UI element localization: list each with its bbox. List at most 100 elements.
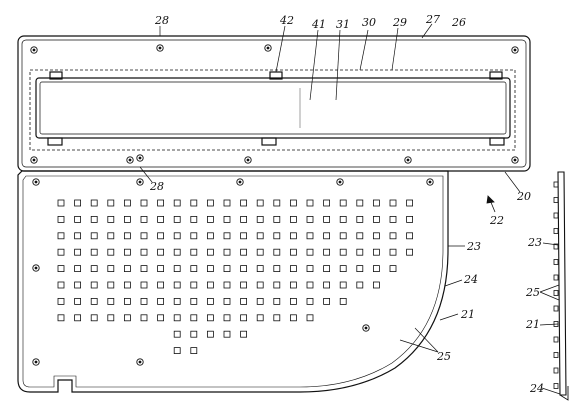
screw-rim bbox=[264, 44, 272, 52]
key-opening bbox=[240, 232, 248, 240]
key-opening bbox=[57, 215, 65, 223]
label-28-top: 28 bbox=[154, 14, 169, 27]
screw-center bbox=[338, 180, 342, 184]
screw bbox=[32, 358, 40, 366]
screw-center bbox=[158, 46, 162, 50]
key-opening bbox=[74, 297, 81, 305]
screw-center bbox=[34, 360, 38, 364]
key-opening bbox=[107, 248, 115, 256]
screw-center bbox=[428, 180, 432, 184]
key-opening bbox=[206, 314, 214, 322]
key-opening bbox=[173, 297, 181, 305]
side-key-ridge bbox=[553, 290, 559, 296]
clip-42-left bbox=[49, 71, 63, 80]
key-opening bbox=[190, 281, 198, 289]
key-opening bbox=[74, 199, 81, 207]
key-opening bbox=[107, 265, 115, 273]
key-opening bbox=[173, 265, 181, 273]
key-opening bbox=[339, 199, 347, 207]
screw bbox=[32, 178, 40, 186]
key-opening bbox=[107, 232, 115, 240]
key-opening bbox=[57, 232, 65, 240]
key-opening bbox=[74, 248, 81, 256]
screw-rim bbox=[426, 178, 434, 186]
screw-rim bbox=[136, 154, 144, 162]
key-opening bbox=[190, 297, 198, 305]
key-opening bbox=[273, 199, 281, 207]
key-opening bbox=[90, 314, 98, 322]
screw-center bbox=[513, 48, 517, 52]
key-opening bbox=[306, 248, 314, 256]
key-opening bbox=[206, 199, 214, 207]
leader-lines bbox=[139, 23, 561, 395]
key-opening bbox=[256, 232, 264, 240]
key-opening bbox=[173, 330, 181, 338]
label-41: 41 bbox=[311, 18, 326, 31]
key-opening bbox=[372, 232, 380, 240]
bottom-panel-outline bbox=[17, 170, 449, 393]
screw-center bbox=[32, 158, 36, 162]
screw bbox=[264, 44, 272, 52]
label-23: 23 bbox=[466, 240, 481, 253]
screw-rim bbox=[136, 178, 144, 186]
screw-center bbox=[246, 158, 250, 162]
key-opening bbox=[223, 297, 231, 305]
key-opening bbox=[57, 248, 65, 256]
key-opening bbox=[173, 215, 181, 223]
screw bbox=[244, 156, 252, 164]
label-24: 24 bbox=[463, 273, 478, 286]
key-opening bbox=[206, 265, 214, 273]
key-opening bbox=[289, 232, 297, 240]
key-opening bbox=[74, 314, 81, 322]
key-opening bbox=[206, 281, 214, 289]
key-opening bbox=[124, 215, 131, 223]
key-opening bbox=[190, 248, 198, 256]
key-opening bbox=[57, 314, 65, 322]
key-opening bbox=[406, 199, 414, 207]
key-opening bbox=[372, 215, 380, 223]
bottom-panel-screws bbox=[32, 154, 434, 366]
label-30: 30 bbox=[362, 16, 376, 29]
key-opening bbox=[323, 265, 331, 273]
key-opening bbox=[406, 248, 414, 256]
key-opening bbox=[124, 199, 131, 207]
key-opening bbox=[240, 199, 248, 207]
key-opening bbox=[107, 314, 115, 322]
key-opening bbox=[173, 232, 181, 240]
screw bbox=[511, 46, 519, 54]
key-opening bbox=[273, 265, 281, 273]
key-opening bbox=[190, 314, 198, 322]
key-opening bbox=[389, 265, 397, 273]
key-opening bbox=[240, 265, 248, 273]
top-panel-outer-edge bbox=[17, 35, 531, 172]
key-opening bbox=[256, 281, 264, 289]
key-opening bbox=[306, 265, 314, 273]
key-opening bbox=[57, 281, 65, 289]
key-opening bbox=[206, 248, 214, 256]
key-opening bbox=[273, 281, 281, 289]
key-opening bbox=[74, 265, 81, 273]
top-panel bbox=[17, 35, 531, 172]
key-opening bbox=[339, 232, 347, 240]
key-opening bbox=[90, 199, 98, 207]
key-opening bbox=[323, 297, 331, 305]
key-opening bbox=[74, 281, 81, 289]
key-opening bbox=[256, 265, 264, 273]
key-opening bbox=[206, 330, 214, 338]
screw-center bbox=[128, 158, 132, 162]
key-opening bbox=[389, 199, 397, 207]
key-opening bbox=[289, 248, 297, 256]
screw bbox=[30, 156, 38, 164]
key-opening bbox=[74, 215, 81, 223]
side-key-ridge bbox=[553, 336, 559, 343]
key-opening bbox=[223, 199, 231, 207]
screw bbox=[136, 358, 144, 366]
screw-rim bbox=[30, 46, 38, 54]
key-opening bbox=[157, 281, 165, 289]
reference-numerals: 28 42 41 31 30 29 27 26 20 28 22 23 24 2… bbox=[149, 13, 544, 395]
key-opening bbox=[190, 199, 198, 207]
key-opening bbox=[339, 297, 347, 305]
bottom-panel bbox=[17, 170, 449, 393]
screw-rim bbox=[362, 324, 370, 332]
